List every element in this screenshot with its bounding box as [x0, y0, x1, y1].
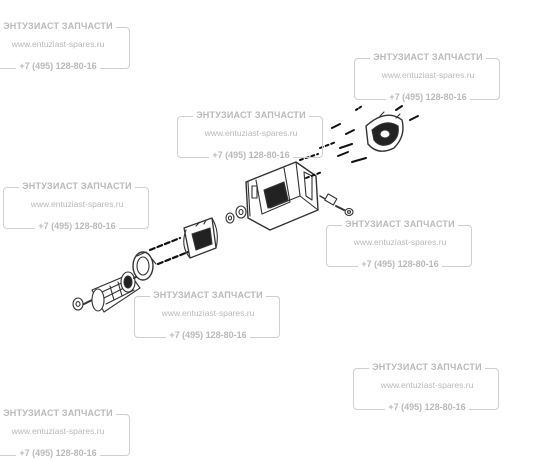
watermark-site: www.entuziast-spares.ru [30, 199, 124, 209]
watermark-phone: +7 (495) 128-80-16 [16, 448, 100, 458]
watermark-phone: +7 (495) 128-80-16 [166, 330, 250, 340]
nut-spacer-parts [225, 205, 247, 224]
watermark-phone: +7 (495) 128-80-16 [385, 402, 469, 412]
watermark-site: www.entuziast-spares.ru [11, 39, 105, 49]
watermark-name: ЭНТУЗИАСТ ЗАПЧАСТИ [369, 362, 485, 372]
fan-ring-part [132, 251, 157, 281]
watermark-name: ЭНТУЗИАСТ ЗАПЧАСТИ [19, 181, 135, 191]
watermark-site: www.entuziast-spares.ru [381, 70, 475, 80]
watermark-block: ЭНТУЗИАСТ ЗАПЧАСТИ www.entuziast-spares.… [0, 21, 132, 73]
stator-screws [148, 236, 190, 266]
stator-field-coil-part [183, 217, 218, 259]
watermark-name: ЭНТУЗИАСТ ЗАПЧАСТИ [342, 219, 458, 229]
watermark-name: ЭНТУЗИАСТ ЗАПЧАСТИ [0, 408, 116, 418]
motor-housing-part [245, 161, 319, 231]
small-screws [331, 123, 367, 163]
washer-part [72, 297, 84, 311]
carbon-brush-part [319, 193, 354, 217]
end-cap-screws [355, 105, 419, 121]
watermark-block: ЭНТУЗИАСТ ЗАПЧАСТИ www.entuziast-spares.… [134, 290, 282, 342]
watermark-site: www.entuziast-spares.ru [204, 128, 298, 138]
watermark-block: ЭНТУЗИАСТ ЗАПЧАСТИ www.entuziast-spares.… [3, 181, 151, 233]
exploded-parts-diagram [72, 105, 419, 313]
watermark-phone: +7 (495) 128-80-16 [386, 92, 470, 102]
watermark-site: www.entuziast-spares.ru [161, 308, 255, 318]
watermark-block: ЭНТУЗИАСТ ЗАПЧАСТИ www.entuziast-spares.… [353, 362, 501, 414]
watermark-name: ЭНТУЗИАСТ ЗАПЧАСТИ [193, 110, 309, 120]
watermark-phone: +7 (495) 128-80-16 [16, 61, 100, 71]
watermark-site: www.entuziast-spares.ru [380, 380, 474, 390]
watermark-block: ЭНТУЗИАСТ ЗАПЧАСТИ www.entuziast-spares.… [354, 52, 502, 104]
watermark-name: ЭНТУЗИАСТ ЗАПЧАСТИ [0, 21, 116, 31]
watermark-block: ЭНТУЗИАСТ ЗАПЧАСТИ www.entuziast-spares.… [326, 219, 474, 271]
watermark-block: ЭНТУЗИАСТ ЗАПЧАСТИ www.entuziast-spares.… [177, 110, 325, 162]
watermark-site: www.entuziast-spares.ru [11, 426, 105, 436]
watermark-name: ЭНТУЗИАСТ ЗАПЧАСТИ [150, 290, 266, 300]
watermark-name: ЭНТУЗИАСТ ЗАПЧАСТИ [370, 52, 486, 62]
watermark-phone: +7 (495) 128-80-16 [35, 221, 119, 231]
end-cap-part [365, 111, 404, 152]
watermark-site: www.entuziast-spares.ru [353, 237, 447, 247]
watermark-block: ЭНТУЗИАСТ ЗАПЧАСТИ www.entuziast-spares.… [0, 408, 132, 460]
watermark-phone: +7 (495) 128-80-16 [358, 259, 442, 269]
watermark-phone: +7 (495) 128-80-16 [209, 150, 293, 160]
